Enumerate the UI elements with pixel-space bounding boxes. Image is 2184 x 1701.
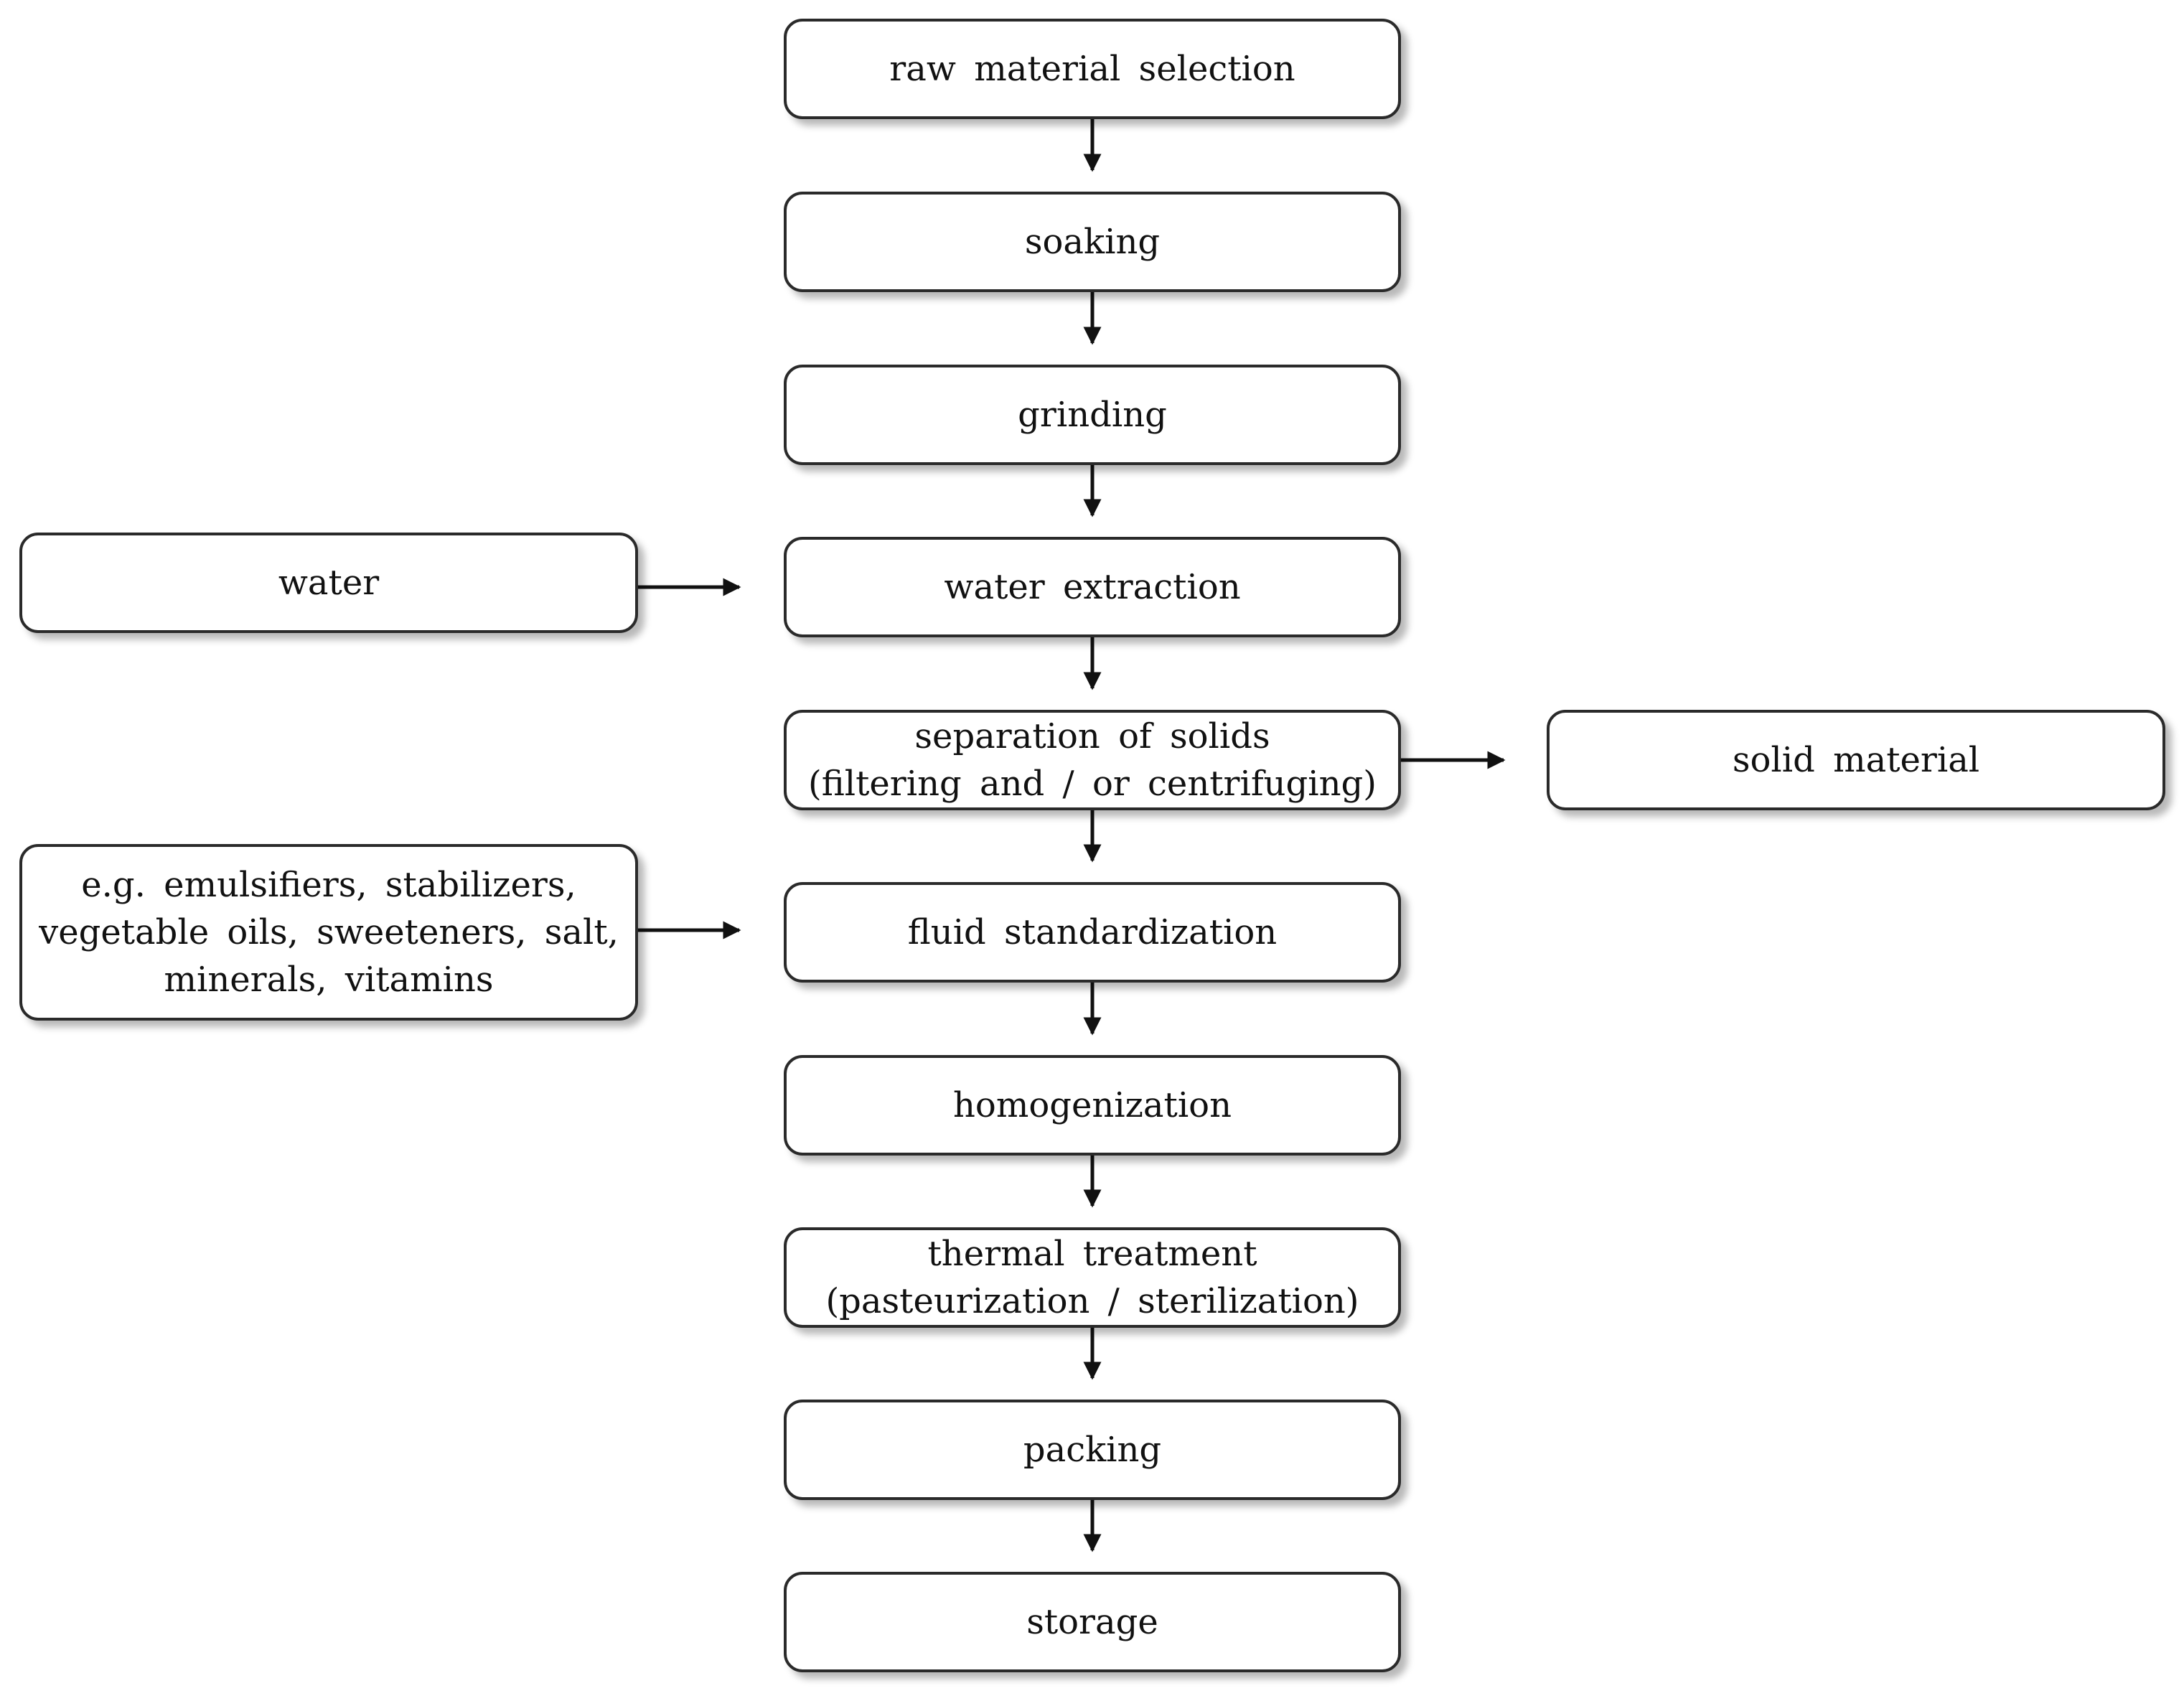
- step-thermal-treatment: thermal treatment (pasteurization / ster…: [784, 1227, 1401, 1328]
- step-label: grinding: [1018, 395, 1167, 435]
- step-raw-material-selection: raw material selection: [784, 19, 1401, 119]
- step-storage: storage: [784, 1572, 1401, 1672]
- step-packing: packing: [784, 1400, 1401, 1500]
- step-homogenization: homogenization: [784, 1055, 1401, 1156]
- step-label: thermal treatment: [927, 1234, 1257, 1274]
- input-label-line-2: vegetable oils, sweeteners, salt,: [39, 912, 619, 952]
- output-solid-material: solid material: [1547, 710, 2165, 810]
- step-label: raw material selection: [889, 49, 1295, 89]
- input-additives: e.g. emulsifiers, stabilizers, vegetable…: [19, 844, 638, 1021]
- step-grinding: grinding: [784, 365, 1401, 465]
- step-sublabel: (filtering and / or centrifuging): [808, 764, 1377, 804]
- input-label: water: [278, 563, 380, 603]
- step-label: soaking: [1024, 222, 1161, 262]
- step-label: homogenization: [953, 1085, 1232, 1125]
- step-label: packing: [1023, 1430, 1162, 1470]
- step-label: fluid standardization: [907, 912, 1278, 952]
- output-label: solid material: [1732, 740, 1980, 780]
- input-label-line-1: e.g. emulsifiers, stabilizers,: [81, 865, 576, 905]
- step-fluid-standardization: fluid standardization: [784, 882, 1401, 983]
- step-water-extraction: water extraction: [784, 537, 1401, 637]
- step-soaking: soaking: [784, 192, 1401, 292]
- step-separation-of-solids: separation of solids (filtering and / or…: [784, 710, 1401, 810]
- step-label: storage: [1026, 1602, 1158, 1642]
- input-water: water: [19, 533, 638, 633]
- input-label-line-3: minerals, vitamins: [164, 960, 494, 1000]
- step-label: water extraction: [944, 567, 1241, 607]
- step-label: separation of solids: [914, 716, 1270, 756]
- step-sublabel: (pasteurization / sterilization): [825, 1281, 1359, 1321]
